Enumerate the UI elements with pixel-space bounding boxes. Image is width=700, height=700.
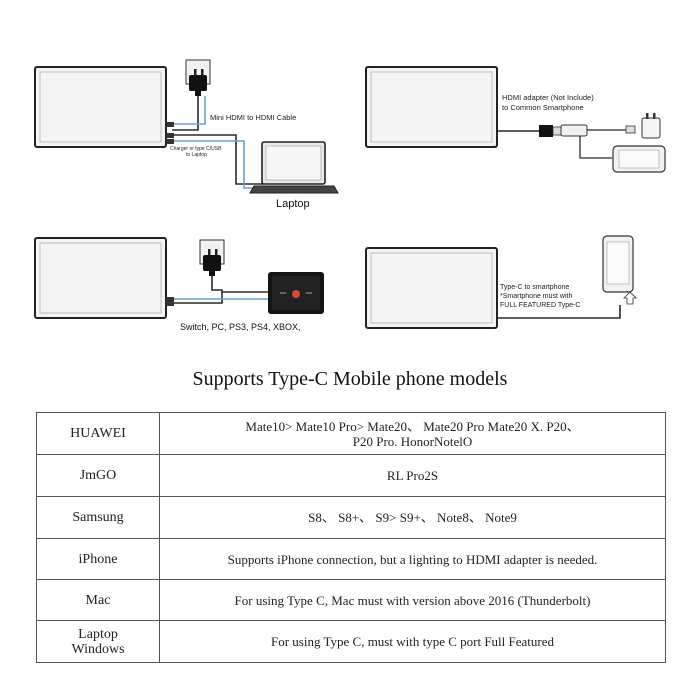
game-console-icon	[268, 272, 324, 314]
charger-label-line1: Charger or type C/USB	[170, 146, 222, 152]
charger-label-line2: to Laptop	[186, 152, 207, 158]
power-adapter-icon	[641, 113, 661, 139]
arrow-up-icon	[623, 291, 637, 305]
brand-cell: Mac	[36, 579, 160, 621]
models-cell: For using Type C, must with type C port …	[159, 620, 666, 663]
portable-monitor-4	[365, 247, 498, 329]
smartphone-portrait-icon	[602, 235, 634, 293]
typec-label-line1: Type-C to smartphone	[500, 284, 569, 291]
table-row: iPhone Supports iPhone connection, but a…	[36, 538, 666, 580]
laptop-label: Laptop	[276, 198, 310, 210]
panel-console-connection: Switch, PC, PS3, PS4, XBOX,	[34, 237, 324, 332]
connection-diagram: Mini HDMI to HDMI Cable Charger or type …	[34, 59, 666, 332]
brand-cell: HUAWEI	[36, 412, 160, 455]
models-cell: Mate10> Mate10 Pro> Mate20、 Mate20 Pro M…	[159, 412, 666, 455]
models-cell: RL Pro2S	[159, 454, 666, 497]
hdmi-cable-label: Mini HDMI to HDMI Cable	[210, 113, 296, 122]
adapter-label-line2: to Common Smartphone	[502, 103, 584, 112]
brand-cell: JmGO	[36, 454, 160, 497]
portable-monitor-3	[34, 237, 167, 319]
table-row: Laptop Windows For using Type C, must wi…	[36, 620, 666, 663]
wall-plug-icon	[185, 59, 211, 96]
models-line: Mate10> Mate10 Pro> Mate20、 Mate20 Pro M…	[245, 418, 580, 434]
supported-models-table: HUAWEI Mate10> Mate10 Pro> Mate20、 Mate2…	[36, 412, 666, 663]
brand-line: Windows	[71, 641, 125, 657]
brand-cell: iPhone	[36, 538, 160, 580]
typec-label-line3: FULL FEATURED Type-C	[500, 302, 580, 309]
hdmi-adapter-icon	[539, 124, 588, 137]
page-title: Supports Type-C Mobile phone models	[192, 368, 508, 390]
table-row: HUAWEI Mate10> Mate10 Pro> Mate20、 Mate2…	[36, 412, 666, 455]
brand-cell: Laptop Windows	[36, 620, 160, 663]
models-cell: For using Type C, Mac must with version …	[159, 579, 666, 621]
panel-laptop-connection: Mini HDMI to HDMI Cable Charger or type …	[34, 59, 339, 210]
smartphone-landscape-icon	[612, 145, 666, 173]
console-label: Switch, PC, PS3, PS4, XBOX,	[180, 322, 301, 332]
models-line: P20 Pro. HonorNotelO	[352, 433, 473, 449]
portable-monitor-1	[34, 66, 167, 148]
wall-plug-icon-2	[199, 239, 225, 276]
panel-hdmi-adapter-connection: HDMI adapter (Not Include) to Common Sma…	[365, 66, 666, 173]
table-row: Samsung S8、 S8+、 S9> S9+、 Note8、 Note9	[36, 496, 666, 539]
portable-monitor-2	[365, 66, 498, 148]
adapter-label-line1: HDMI adapter (Not Include)	[502, 93, 594, 102]
brand-cell: Samsung	[36, 496, 160, 539]
laptop-icon	[249, 141, 339, 194]
brand-line: Laptop	[78, 626, 118, 642]
panel-typec-smartphone-connection: Type-C to smartphone *Smartphone must wi…	[365, 235, 637, 329]
typec-label-line2: *Smartphone must with	[500, 293, 572, 300]
models-cell: Supports iPhone connection, but a lighti…	[159, 538, 666, 580]
models-cell: S8、 S8+、 S9> S9+、 Note8、 Note9	[159, 496, 666, 539]
table-row: Mac For using Type C, Mac must with vers…	[36, 579, 666, 621]
table-row: JmGO RL Pro2S	[36, 454, 666, 497]
